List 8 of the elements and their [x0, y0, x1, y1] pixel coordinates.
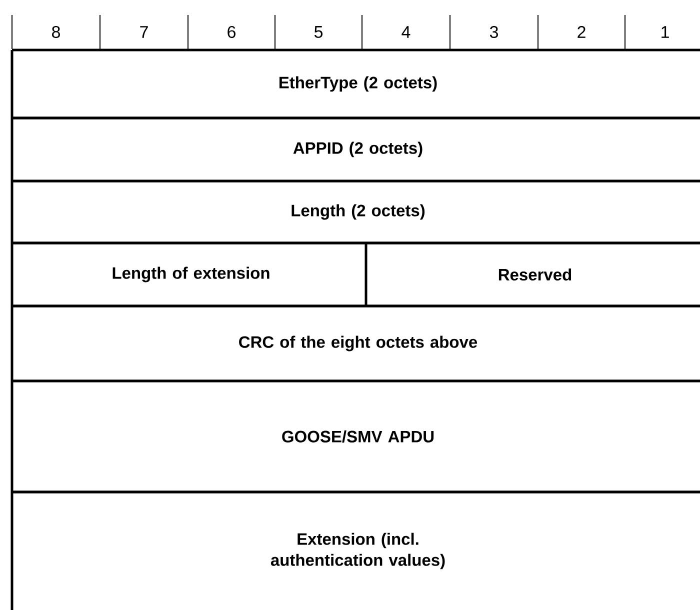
field-row: Length of extension	[10, 242, 366, 308]
field-row: GOOSE/SMV APDU	[10, 381, 700, 494]
field-row: Reserved	[364, 242, 700, 308]
field-row: Extension (incl. authentication values)	[10, 492, 445, 610]
field-row: CRC of the eight octets above	[10, 304, 700, 382]
field-row: APPID (2 octets)	[10, 118, 700, 182]
field-row: EtherType (2 octets)	[10, 48, 700, 120]
field-row: Length (2 octets)	[10, 181, 700, 244]
